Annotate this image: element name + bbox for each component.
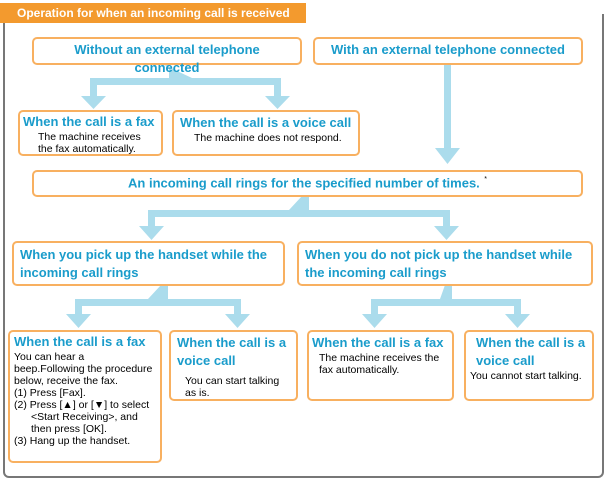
step: (2) Press [▲] or [▼] to select <Start Re…	[14, 399, 150, 435]
rings-box: An incoming call rings for the specified…	[32, 170, 583, 197]
body-text: The machine receives the fax automatical…	[319, 352, 440, 376]
heading: Without an external telephone connected	[74, 42, 260, 75]
step: (1) Press [Fax].	[14, 387, 86, 399]
footnote-mark: *	[484, 176, 487, 183]
heading: When the call is a voice call	[180, 115, 352, 130]
with-external-box: With an external telephone connected	[313, 37, 583, 65]
heading: With an external telephone connected	[331, 42, 565, 57]
without-external-box: Without an external telephone connected	[32, 37, 302, 75]
diagram-frame	[3, 14, 604, 478]
arrow-pick-split	[66, 285, 250, 328]
heading: When you do not pick up the handset whil…	[305, 247, 573, 280]
body-text: The machine does not respond.	[194, 132, 342, 144]
heading: When the call is a voice call	[177, 335, 287, 368]
arrow-rings-split	[139, 196, 459, 240]
step: (3) Hang up the handset.	[14, 435, 131, 447]
heading: When the call is a fax	[312, 335, 444, 350]
body-text: You cannot start talking.	[470, 370, 582, 382]
heading: When the call is a voice call	[476, 335, 586, 368]
nopick-box: When you do not pick up the handset whil…	[297, 241, 593, 286]
heading: An incoming call rings for the specified…	[128, 175, 480, 191]
arrow-with-down	[435, 64, 460, 164]
heading: When you pick up the handset while the i…	[20, 247, 268, 280]
title-tab: Operation for when an incoming call is r…	[0, 3, 306, 23]
pick-box: When you pick up the handset while the i…	[12, 241, 285, 286]
arrow-nopick-split	[362, 285, 530, 328]
heading: When the call is a fax	[23, 114, 155, 129]
body-text: You can hear a beep.Following the proced…	[14, 351, 153, 387]
heading: When the call is a fax	[14, 334, 146, 349]
body-text: The machine receives the fax automatical…	[38, 131, 141, 155]
body-text: You can start talking as is.	[185, 375, 280, 399]
pick-fax-box: When the call is a fax You can hear a be…	[8, 330, 162, 463]
